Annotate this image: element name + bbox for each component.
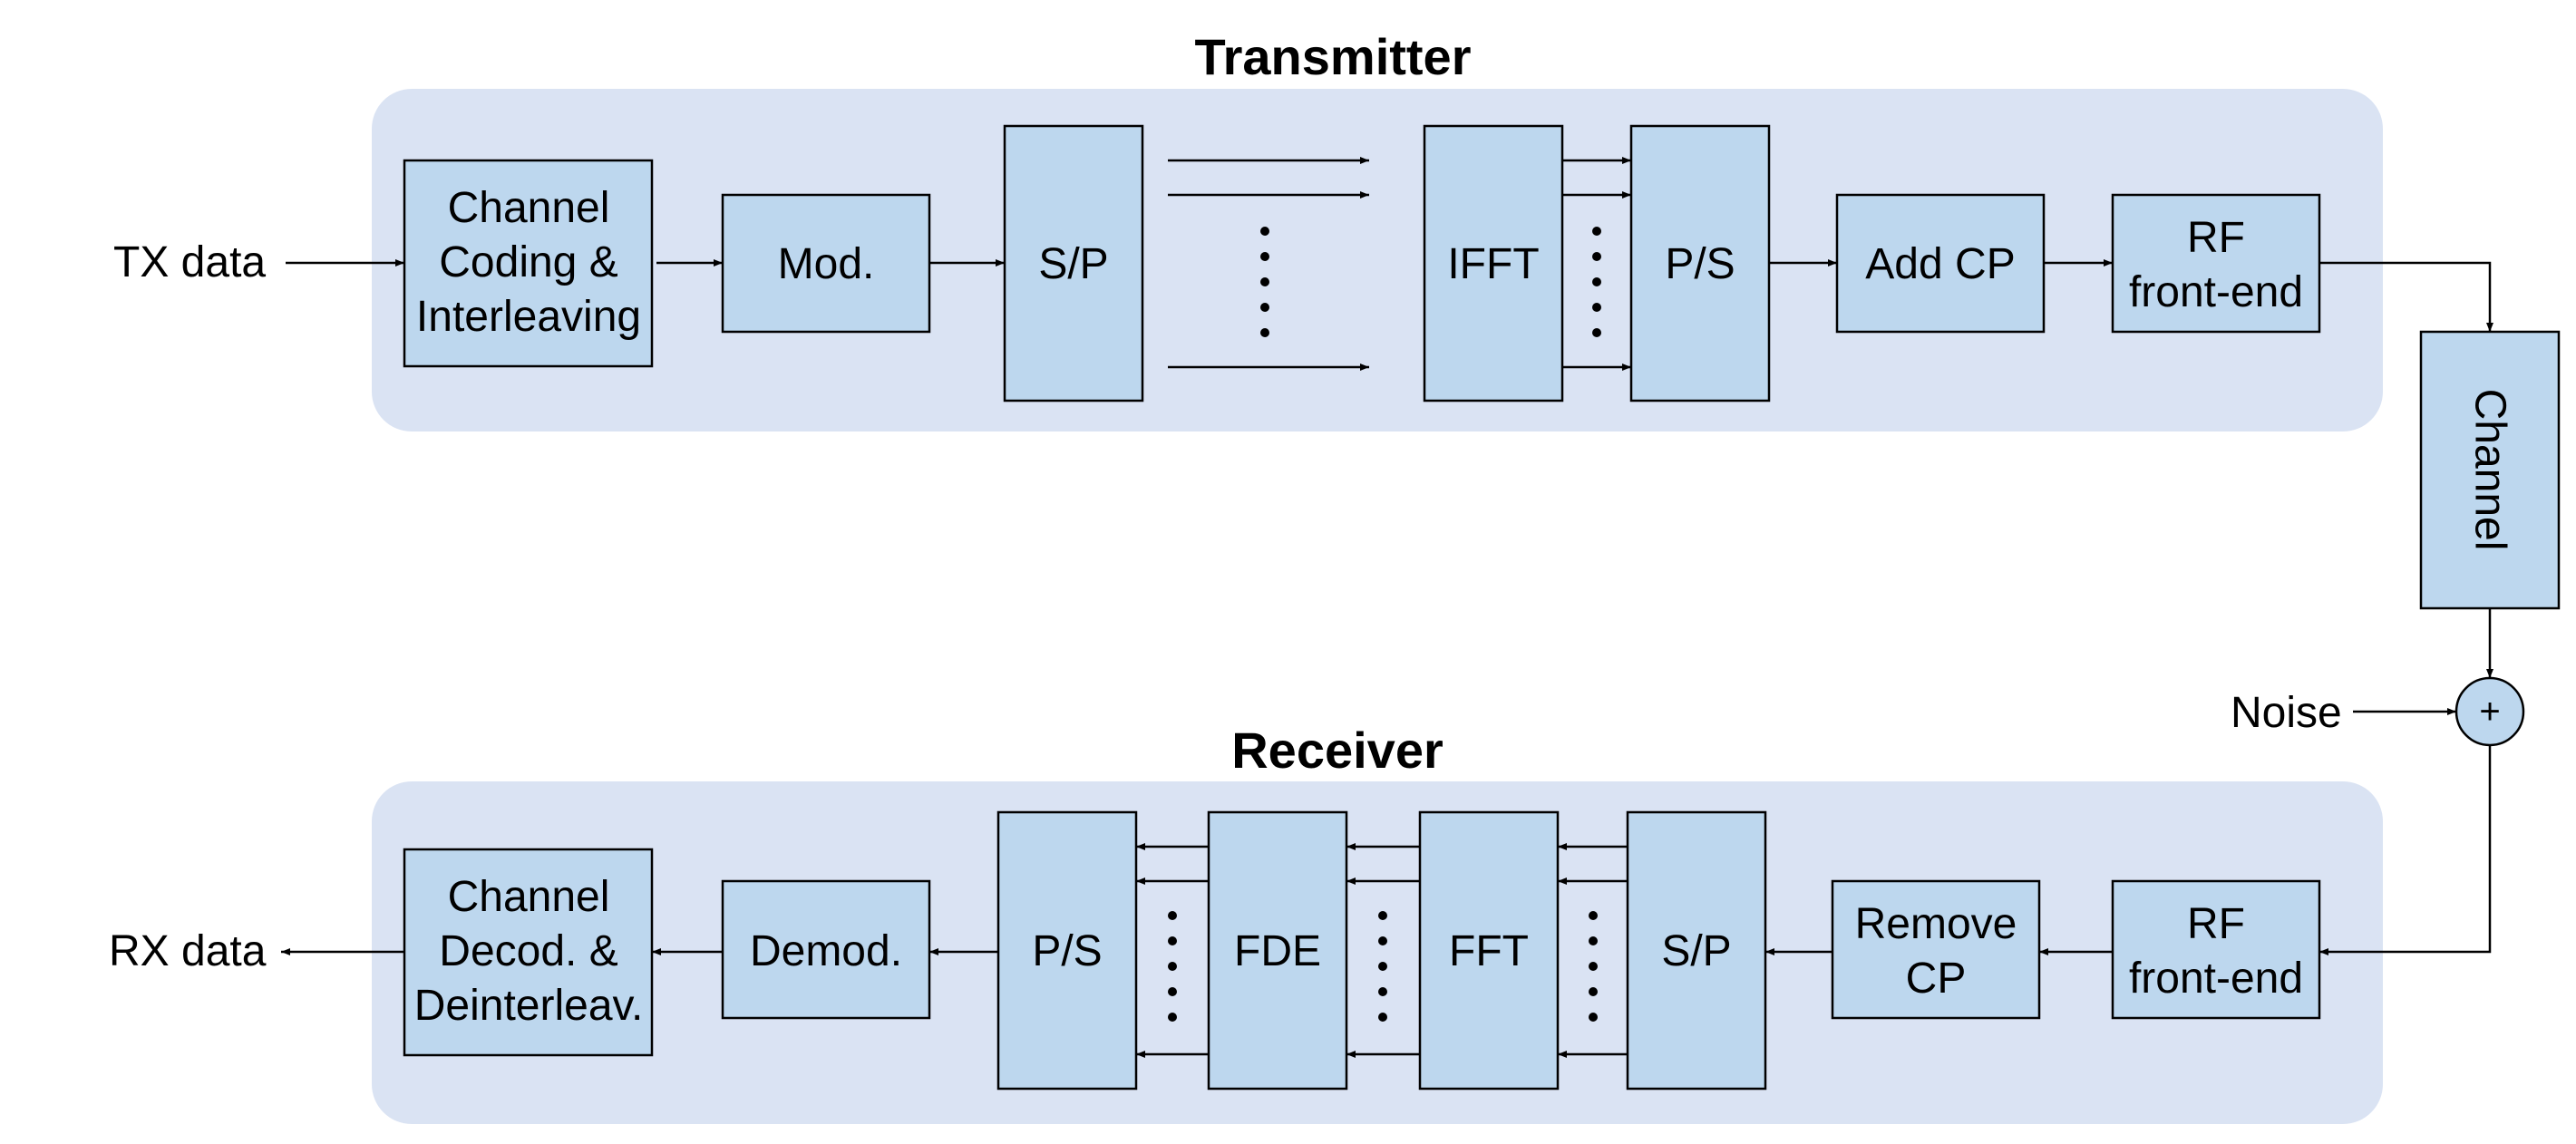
- tx-ifft-ps-ellipsis-dots: [1592, 227, 1601, 337]
- tx-sp-ellipsis-dots: [1260, 227, 1269, 337]
- svg-text:Decod. &: Decod. &: [439, 927, 617, 975]
- svg-text:P/S: P/S: [1032, 927, 1102, 975]
- svg-text:S/P: S/P: [1038, 240, 1108, 288]
- svg-text:+: +: [2479, 692, 2500, 732]
- svg-text:Add CP: Add CP: [1865, 240, 2015, 288]
- svg-text:RF: RF: [2187, 900, 2245, 948]
- tx-ps-block: P/S: [1629, 124, 1771, 402]
- svg-text:Channel: Channel: [448, 184, 610, 232]
- svg-text:Channel: Channel: [448, 873, 610, 921]
- svg-text:FFT: FFT: [1449, 927, 1529, 975]
- rx-remove-cp-block: Remove CP: [1831, 879, 2041, 1020]
- tx-sp-block: S/P: [1003, 124, 1144, 402]
- receiver-panel: [372, 781, 2383, 1124]
- noise-summing-node: +: [2454, 676, 2525, 747]
- arrow-sum-to-rx-rf: [2319, 745, 2492, 955]
- tx-add-cp-block: Add CP: [1835, 193, 2046, 334]
- tx-ifft-block: IFFT: [1423, 124, 1564, 402]
- tx-data-label: TX data: [113, 238, 266, 286]
- rx-demod-block: Demod.: [721, 879, 931, 1020]
- ellipsis-dots: [1168, 227, 1601, 1022]
- tx-rf-frontend-block: RF front-end: [2111, 193, 2321, 334]
- rx-ps-block: P/S: [996, 810, 1138, 1091]
- tx-mod-block: Mod.: [721, 193, 931, 334]
- rx-sp-block: S/P: [1626, 810, 1767, 1091]
- rx-fft-sp-ellipsis-dots: [1589, 911, 1598, 1022]
- rx-data-label: RX data: [109, 927, 267, 975]
- svg-text:S/P: S/P: [1661, 927, 1731, 975]
- channel-block: Channel: [2419, 330, 2561, 610]
- rx-fft-block: FFT: [1418, 810, 1560, 1091]
- svg-text:Interleaving: Interleaving: [416, 293, 641, 341]
- rx-ps-fde-ellipsis-dots: [1168, 911, 1177, 1022]
- tx-connectors: [286, 157, 2493, 715]
- rx-fde-block: FDE: [1207, 810, 1348, 1091]
- svg-text:Deinterleav.: Deinterleav.: [414, 982, 644, 1030]
- svg-text:Demod.: Demod.: [750, 927, 902, 975]
- svg-text:Remove: Remove: [1855, 900, 2017, 948]
- svg-text:front-end: front-end: [2129, 955, 2303, 1003]
- rx-channel-decod-block: Channel Decod. & Deinterleav.: [403, 848, 654, 1057]
- tx-channel-coding-block: Channel Coding & Interleaving: [403, 159, 654, 368]
- noise-label: Noise: [2231, 689, 2342, 737]
- svg-text:P/S: P/S: [1665, 240, 1735, 288]
- transmitter-panel: [372, 89, 2383, 431]
- rx-connectors: [281, 745, 2492, 1058]
- svg-text:Channel: Channel: [2466, 389, 2514, 551]
- transmitter-title: Transmitter: [1195, 28, 1472, 85]
- svg-text:CP: CP: [1906, 955, 1967, 1003]
- rx-fde-fft-ellipsis-dots: [1378, 911, 1387, 1022]
- receiver-title: Receiver: [1231, 722, 1444, 779]
- svg-text:IFFT: IFFT: [1447, 240, 1539, 288]
- svg-text:RF: RF: [2187, 214, 2245, 262]
- svg-text:Mod.: Mod.: [778, 240, 875, 288]
- svg-text:Coding &: Coding &: [439, 238, 617, 286]
- arrow-rf-to-channel: [2319, 261, 2493, 332]
- svg-text:front-end: front-end: [2129, 268, 2303, 316]
- rx-rf-frontend-block: RF front-end: [2111, 879, 2321, 1020]
- svg-text:FDE: FDE: [1234, 927, 1321, 975]
